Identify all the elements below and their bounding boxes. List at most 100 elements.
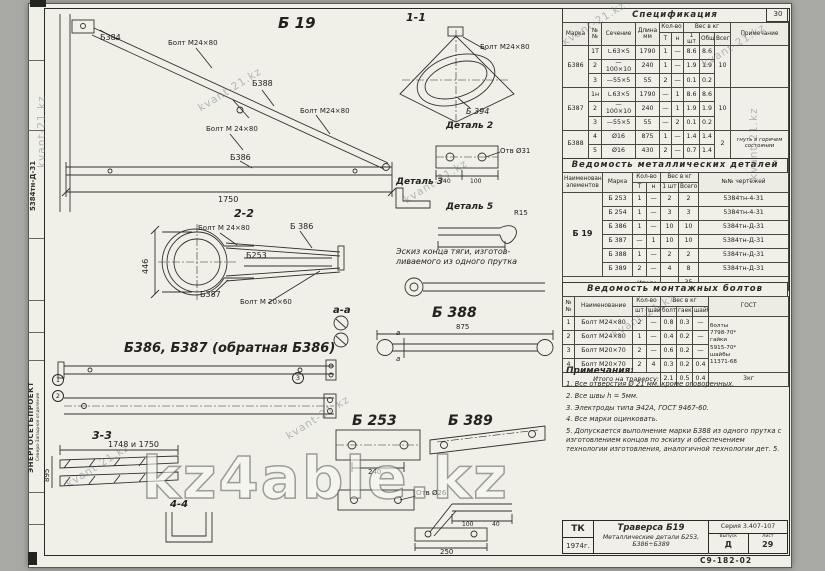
table-cell: —	[646, 220, 661, 235]
table-cell: —	[646, 192, 661, 207]
table-cell: 2	[713, 129, 732, 159]
table-cell: 10	[677, 234, 700, 249]
table-cell: 0.4	[691, 358, 710, 373]
title-block-tk: ТК	[563, 521, 593, 538]
table-cell: шайб	[646, 306, 661, 317]
table-cell: 0.4	[660, 330, 677, 345]
vypusk-label: Выпуск	[719, 534, 737, 539]
table-cell: ∟63×5	[601, 87, 636, 103]
label-dim-875: 875	[456, 323, 470, 331]
table-cell: 0.8	[660, 316, 677, 331]
table-cell: 2	[671, 115, 684, 131]
stamp-divider	[28, 300, 44, 301]
vypusk-cell: Выпуск Д	[709, 534, 749, 553]
table-cell: —	[646, 262, 661, 277]
table-cell: 55	[635, 73, 660, 89]
table-cell: 4	[588, 129, 602, 145]
table-cell: 5	[588, 143, 602, 159]
table-cell: 1.9	[683, 59, 700, 75]
table-cell: 1	[671, 87, 684, 103]
label-dim-100-det2: 100	[470, 178, 482, 185]
label-bolt-m24x80-b: Болт М24×80	[300, 107, 350, 115]
table-cell: Вес в кг	[659, 296, 710, 307]
table-cell: Б 19	[562, 192, 603, 277]
table-cell: 2	[659, 143, 672, 159]
title-block-org-cell: ТК 1974г.	[563, 521, 594, 553]
table-cell: н	[646, 182, 661, 193]
label-detail-2: Деталь 2	[446, 121, 494, 131]
table-cell: 1 шт	[683, 31, 700, 47]
label-otv-d26: Отв Ø26	[416, 489, 447, 497]
table-cell: —	[671, 73, 684, 89]
stamp-divider	[28, 360, 44, 361]
table-cell: 1	[659, 45, 672, 61]
list-cell: Лист 29	[749, 534, 788, 553]
title-block-name-cell: Траверса Б19 Металлические детали Б253, …	[594, 521, 709, 553]
table-cell: болт	[660, 306, 677, 317]
table-cell: 8.6	[699, 45, 715, 61]
table-cell: 10	[713, 87, 732, 131]
table-cell: —100×10	[601, 101, 636, 117]
notes-block: Примечания: 1. Все отверстия Ø 21 мм, кр…	[566, 366, 786, 457]
table-cell: 2	[659, 73, 672, 89]
table-cell: 5384тн-Д-31	[698, 220, 790, 235]
sheet-number-badge: 30	[766, 8, 789, 22]
table-cell: ∟63×5	[601, 45, 636, 61]
table-cell: 1Т	[588, 45, 602, 61]
table-cell: 1	[632, 330, 647, 345]
label-b387-plan: Б387	[200, 290, 221, 299]
table-cell: 2	[562, 330, 575, 345]
table-cell: 1н	[588, 87, 602, 103]
label-dim-250: 250	[440, 548, 454, 556]
label-b386-b387: Б386, Б387 (обратная Б386)	[124, 341, 336, 356]
table-cell: шайб	[691, 306, 710, 317]
list-label: Лист	[762, 534, 774, 539]
label-b388-big: Б 388	[432, 305, 477, 321]
note-item: 4. Все марки оцинковать.	[566, 415, 658, 424]
table-cell: 1	[632, 220, 647, 235]
table-cell: 875	[635, 129, 660, 145]
label-b19: Б 19	[278, 14, 316, 32]
note-item: 2. Все швы h = 5мм.	[566, 391, 639, 400]
table-cell: —	[671, 129, 684, 145]
label-b386-top: Б386	[230, 153, 251, 162]
table-cell: 10	[660, 220, 679, 235]
label-bolt-m24x80-c: Болт М 24×80	[206, 125, 258, 133]
table-cell: 0.1	[683, 73, 700, 89]
table-cell: —	[671, 59, 684, 75]
table-cell: Вес в кг	[659, 172, 700, 183]
table-cell: 1	[646, 234, 661, 249]
table-cell: Болт М24×80	[574, 316, 633, 331]
table-cell: 2	[660, 248, 679, 263]
note-item: 5. Допускается выполнение марки Б388 из …	[566, 427, 782, 453]
table-cell: Болт М20×70	[574, 344, 633, 359]
table-cell: —	[659, 115, 672, 131]
label-a-mark-2: а	[396, 355, 401, 363]
title-block: ТК 1974г. Траверса Б19 Металлические дет…	[562, 520, 788, 554]
table-cell: гнуть в горячем состоянии	[730, 129, 790, 159]
label-dim-1750: 1750	[218, 195, 239, 204]
table-cell: Б388	[562, 129, 589, 159]
drawing-title: Траверса Б19	[617, 523, 685, 533]
table-cell: н	[671, 31, 684, 47]
label-section-1-1: 1-1	[406, 11, 426, 24]
table-cell: Длина мм	[635, 21, 660, 47]
note-item: 3. Электроды типа Э42А, ГОСТ 9467-60.	[566, 403, 709, 412]
label-dim-895: 895	[43, 468, 51, 482]
table-cell: 0.3	[676, 316, 693, 331]
label-b384: Б384	[100, 33, 121, 42]
table-cell: —	[691, 344, 710, 359]
table-cell: —	[632, 234, 647, 249]
label-dim-100-bottom: 100	[462, 521, 474, 528]
position-marker: 2	[52, 390, 64, 402]
table-cell: —	[646, 344, 661, 359]
table-cell: —	[646, 316, 661, 331]
label-section-3-3: 3-3	[92, 429, 112, 442]
table-cell: 3кг	[708, 372, 790, 387]
label-b386-plan: Б 386	[290, 222, 314, 231]
table-cell: 1	[632, 192, 647, 207]
table-cell: 1790	[635, 45, 660, 61]
